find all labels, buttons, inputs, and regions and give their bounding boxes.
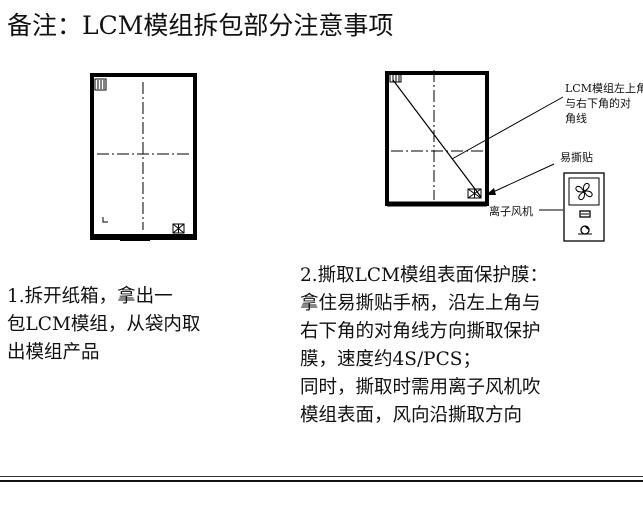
diagonal-leader-line: [451, 96, 564, 160]
step-1-text: 1.拆开纸箱，拿出一 包LCM模组，从袋内取 出模组产品: [7, 286, 201, 363]
fan-icon: [575, 182, 593, 201]
left-module-corner-mark: [94, 78, 107, 91]
left-module-small-mark: [102, 217, 108, 223]
step-2-text: 2.撕取LCM模组表面保护膜： 拿住易撕贴手柄，沿左上角与 右下角的对角线方向撕…: [300, 265, 549, 426]
right-module-diagonal: [392, 79, 482, 198]
right-module-tab-mark: [467, 188, 482, 199]
ion-fan-body: [563, 172, 605, 242]
ion-fan-knob: [578, 225, 592, 235]
tab-leader-line: [492, 163, 555, 193]
ion-fan-grille: [568, 177, 600, 206]
page-title: 备注：LCM模组拆包部分注意事项: [7, 11, 394, 40]
ion-fan-display: [579, 210, 591, 218]
left-module-diagram: [90, 73, 197, 241]
right-module-diagram: [385, 70, 564, 211]
right-module-corner-mark: [389, 72, 402, 83]
diagonal-callout-line-1: LCM模组左上角: [565, 82, 643, 95]
ion-fan-diagram: [563, 172, 605, 242]
diagonal-callout-line-3: 角线: [565, 112, 587, 125]
left-module-connector: [120, 237, 150, 241]
footer-rule-thin: [0, 476, 643, 477]
diagonal-callout-line-2: 与右下角的对: [565, 97, 631, 110]
left-module-tab-mark: [172, 223, 185, 234]
tab-leader-arrow: [486, 188, 496, 195]
footer-rule-thick: [0, 480, 643, 482]
tab-callout: 易撕贴: [560, 151, 593, 164]
ion-fan-callout: 离子风机: [489, 205, 533, 218]
